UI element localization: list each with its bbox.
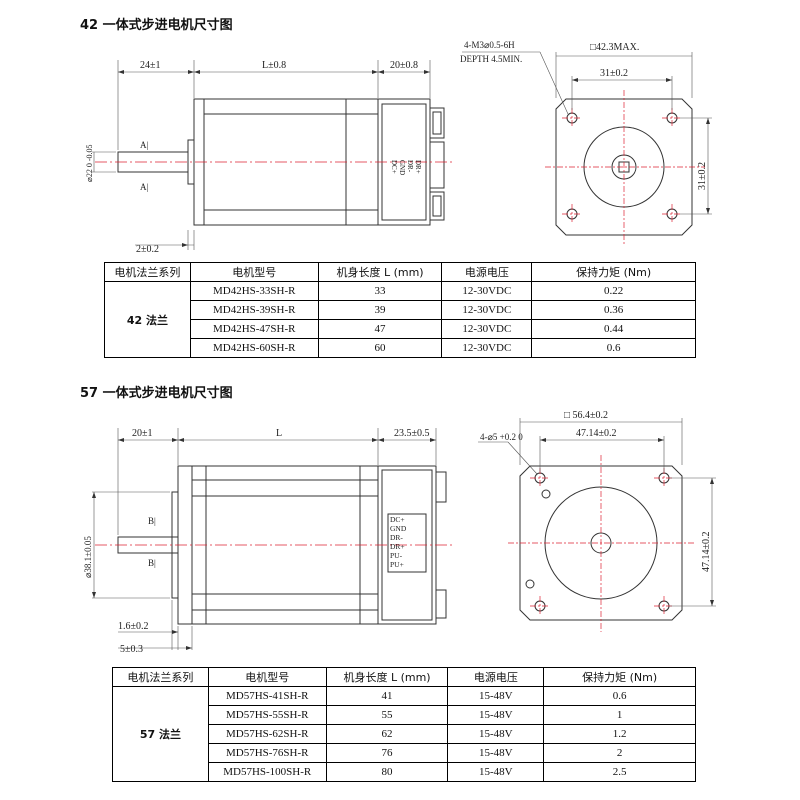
header-series: 电机法兰系列 bbox=[112, 667, 209, 687]
dim-23-5: 23.5±0.5 bbox=[394, 428, 430, 439]
dim-31-horizontal: 31±0.2 bbox=[600, 68, 628, 79]
dim-hole-57: 4-⌀5 +0.2 0 bbox=[480, 432, 523, 442]
dim-5: 5±0.3 bbox=[120, 644, 143, 655]
section-mark-b-bottom: B| bbox=[148, 558, 156, 568]
dim-hole-42: 4-M3⌀0.5-6H bbox=[464, 40, 515, 50]
drawing-42: 24±1 L±0.8 20±0.8 2±0.2 ⌀22 0 -0.05 A| A… bbox=[85, 40, 712, 255]
svg-text:DR-: DR- bbox=[406, 160, 414, 173]
svg-text:DR-: DR- bbox=[390, 533, 403, 542]
drawing-57: 20±1 L 23.5±0.5 1.6±0.2 5±0.3 ⌀38.1±0.05… bbox=[83, 410, 716, 655]
dim-24: 24±1 bbox=[140, 60, 161, 71]
series-cell: 42 法兰 bbox=[104, 281, 191, 358]
table-row: MD57HS-100SH-R 80 15-48V 2.5 bbox=[113, 762, 696, 782]
header-voltage: 电源电压 bbox=[441, 262, 533, 282]
table-row: 57 法兰 MD57HS-41SH-R 41 15-48V 0.6 bbox=[112, 686, 696, 782]
dim-20: 20±0.8 bbox=[390, 60, 418, 71]
table-row: MD57HS-62SH-R 62 15-48V 1.2 bbox=[113, 724, 696, 744]
dim-20: 20±1 bbox=[132, 428, 153, 439]
dim-L: L bbox=[276, 428, 282, 439]
dim-dia-38: ⌀38.1±0.05 bbox=[83, 536, 93, 578]
svg-text:GND: GND bbox=[398, 160, 406, 175]
connector-57: DC+ GND DR- DR+ PU- PU+ bbox=[390, 515, 407, 569]
header-voltage: 电源电压 bbox=[447, 667, 545, 687]
section-mark-a-top: A| bbox=[140, 140, 148, 150]
dim-square-57: □ 56.4±0.2 bbox=[564, 410, 608, 421]
header-model: 电机型号 bbox=[207, 667, 327, 687]
svg-text:GND: GND bbox=[390, 524, 407, 533]
spec-table-57: 电机法兰系列 电机型号 机身长度 L (mm) 电源电压 保持力矩 (Nm) 5… bbox=[112, 667, 696, 782]
dim-47-horizontal: 47.14±0.2 bbox=[576, 428, 617, 439]
dim-31-vertical: 31±0.2 bbox=[697, 162, 708, 190]
svg-text:DC+: DC+ bbox=[390, 515, 405, 524]
header-torque: 保持力矩 (Nm) bbox=[543, 667, 696, 687]
dim-47-vertical: 47.14±0.2 bbox=[701, 532, 712, 573]
spec-table-42: 电机法兰系列 电机型号 机身长度 L (mm) 电源电压 保持力矩 (Nm) 4… bbox=[104, 262, 696, 358]
dim-L: L±0.8 bbox=[262, 60, 286, 71]
section-57-title: 57 一体式步进电机尺寸图 bbox=[80, 386, 233, 401]
dim-depth-42: DEPTH 4.5MIN. bbox=[460, 54, 522, 64]
dim-1-6: 1.6±0.2 bbox=[118, 621, 149, 632]
section-mark-b-top: B| bbox=[148, 516, 156, 526]
header-length: 机身长度 L (mm) bbox=[317, 262, 443, 282]
series-cell: 57 法兰 bbox=[112, 686, 209, 782]
dim-dia-22: ⌀22 0 -0.05 bbox=[85, 145, 94, 182]
section-42-title: 42 一体式步进电机尺寸图 bbox=[80, 18, 233, 33]
dim-square-42: □42.3MAX. bbox=[590, 42, 639, 53]
connector-42: DC+ GND DR- DR+ bbox=[390, 160, 422, 175]
dim-2: 2±0.2 bbox=[136, 244, 159, 255]
table-row: MD42HS-47SH-R 47 12-30VDC 0.44 bbox=[105, 319, 696, 339]
header-length: 机身长度 L (mm) bbox=[325, 667, 449, 687]
header-series: 电机法兰系列 bbox=[104, 262, 191, 282]
header-model: 电机型号 bbox=[189, 262, 319, 282]
svg-text:DR+: DR+ bbox=[390, 542, 405, 551]
svg-text:DR+: DR+ bbox=[414, 160, 422, 174]
svg-text:DC+: DC+ bbox=[390, 160, 398, 174]
section-mark-a-bottom: A| bbox=[140, 182, 148, 192]
table-row: MD42HS-39SH-R 39 12-30VDC 0.36 bbox=[105, 300, 696, 320]
table-row: 42 法兰 MD42HS-33SH-R 33 12-30VDC 0.22 bbox=[104, 281, 696, 358]
table-row: MD42HS-60SH-R 60 12-30VDC 0.6 bbox=[105, 338, 696, 358]
header-torque: 保持力矩 (Nm) bbox=[531, 262, 696, 282]
svg-text:PU+: PU+ bbox=[390, 560, 404, 569]
svg-text:PU-: PU- bbox=[390, 551, 403, 560]
